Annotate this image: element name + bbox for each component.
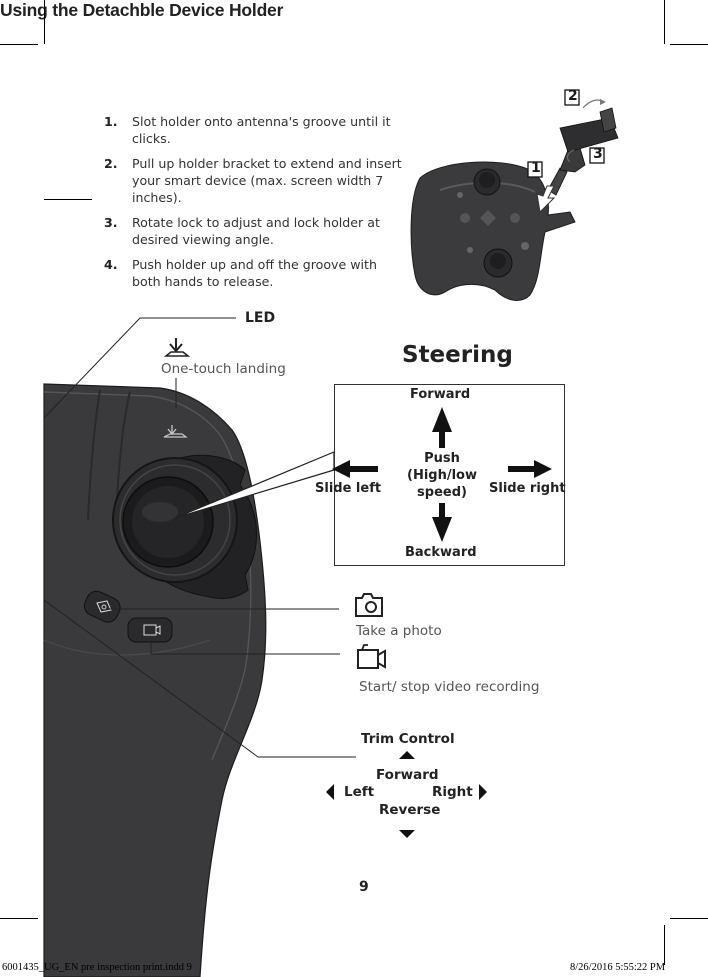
push-line-1: Push (424, 451, 460, 466)
photo-label: Take a photo (356, 623, 442, 639)
step-text: Slot holder onto antenna's groove until … (132, 114, 391, 146)
step-text: Pull up holder bracket to extend and ins… (132, 156, 402, 205)
trim-right: Right (432, 784, 473, 800)
leader-lines (43, 317, 356, 758)
crop-mark (664, 925, 665, 965)
crop-mark (664, 0, 665, 44)
step-text: Push holder up and off the groove with b… (132, 257, 377, 289)
step-3: 3. Rotate lock to adjust and lock holder… (104, 214, 404, 248)
trim-forward: Forward (376, 767, 439, 783)
crop-mark (0, 44, 38, 45)
steering-right: Slide right (489, 481, 566, 496)
footer-file-info: 6001435_UG_EN pre inspection print.indd … (2, 962, 192, 973)
crop-mark (44, 0, 45, 44)
step-1: 1. Slot holder onto antenna's groove unt… (104, 113, 404, 147)
callout-number-3: 3 (593, 146, 603, 162)
video-camera-icon (357, 644, 386, 669)
controller-illustration (43, 383, 267, 977)
callout-box-3 (589, 147, 605, 164)
led-label: LED (245, 310, 276, 326)
landing-icon (164, 338, 191, 357)
crop-mark (670, 44, 708, 45)
step-number: 4. (104, 257, 118, 272)
callout-number-2: 2 (568, 88, 578, 104)
step-number: 1. (104, 114, 118, 129)
steering-forward: Forward (410, 387, 471, 402)
crop-mark (670, 918, 708, 919)
push-line-2: (High/low (407, 468, 477, 483)
camera-icon (355, 593, 383, 617)
landing-label: One-touch landing (161, 361, 286, 377)
trim-left: Left (344, 784, 375, 800)
section-title: Using the Detachble Device Holder (0, 0, 284, 20)
crop-mark (44, 199, 92, 200)
footer-timestamp: 8/26/2016 5:55:22 PM (570, 962, 666, 973)
callout-number-1: 1 (531, 160, 541, 176)
page-number: 9 (359, 879, 369, 895)
step-number: 3. (104, 215, 118, 230)
video-label: Start/ stop video recording (359, 679, 540, 695)
steering-backward: Backward (405, 545, 477, 560)
trim-reverse: Reverse (379, 802, 441, 818)
step-number: 2. (104, 156, 118, 171)
step-2: 2. Pull up holder bracket to extend and … (104, 155, 404, 206)
step-text: Rotate lock to adjust and lock holder at… (132, 215, 380, 247)
step-4: 4. Push holder up and off the groove wit… (104, 256, 404, 290)
steering-push: Push (High/low speed) (400, 450, 484, 501)
small-controller-illustration (410, 99, 619, 301)
push-line-3: speed) (417, 485, 467, 500)
trim-title: Trim Control (361, 731, 455, 747)
callout-box-1 (527, 161, 543, 178)
crop-mark (0, 918, 38, 919)
steering-left: Slide left (315, 481, 382, 496)
steering-title: Steering (402, 342, 513, 368)
callout-box-2 (564, 89, 580, 106)
